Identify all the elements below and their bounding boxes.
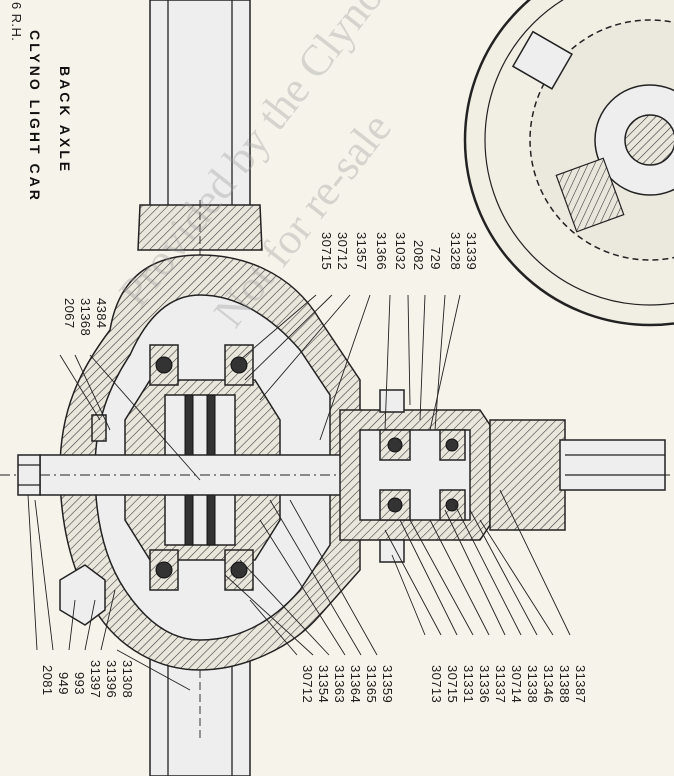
lower-mid-labels: 31359 31365 31364 31363 31354 30712 <box>300 665 395 703</box>
part-label: 2082 <box>411 240 426 271</box>
part-label: 30714 <box>509 665 524 703</box>
part-label: 30715 <box>319 232 334 270</box>
bearings <box>149 344 254 591</box>
part-label: 31364 <box>348 665 363 703</box>
part-label: 31338 <box>525 665 540 703</box>
part-label: 30715 <box>445 665 460 703</box>
part-label: 31388 <box>557 665 572 703</box>
lower-left-labels: 31308 31396 31397 993 949 2081 <box>40 660 135 698</box>
upper-labels: 31339 31328 729 2082 31032 31366 31357 3… <box>319 232 479 271</box>
part-label: 31331 <box>461 665 476 703</box>
part-label: 30713 <box>429 665 444 703</box>
lower-right-labels: 31387 31388 31346 31338 30714 31337 3133… <box>429 665 588 703</box>
part-label: 31397 <box>88 660 103 698</box>
drawing-subtitle: BACK AXLE <box>57 66 73 174</box>
title-block: CLYNO LIGHT CAR BACK AXLE 6 R.H. <box>9 2 73 203</box>
part-label: 993 <box>72 672 87 695</box>
corner-note: 6 R.H. <box>9 2 24 41</box>
leader-lines <box>27 294 571 691</box>
part-label: 31368 <box>78 298 93 336</box>
part-label: 31346 <box>541 665 556 703</box>
part-label: 4384 <box>94 298 109 329</box>
brake-drum <box>463 0 674 327</box>
part-label: 31396 <box>104 660 119 698</box>
part-label: 31354 <box>316 665 331 703</box>
part-label: 31357 <box>354 232 369 270</box>
part-label: 31336 <box>477 665 492 703</box>
part-label: 31359 <box>380 665 395 703</box>
part-label: 31363 <box>332 665 347 703</box>
pinion-shaft <box>0 389 674 563</box>
cover-fittings <box>17 414 107 626</box>
part-label: 31032 <box>393 232 408 270</box>
part-label: 2081 <box>40 665 55 696</box>
part-label: 31308 <box>120 660 135 698</box>
part-label: 31337 <box>493 665 508 703</box>
part-label: 31339 <box>464 232 479 270</box>
part-label: 729 <box>428 247 443 270</box>
part-label: 2067 <box>62 298 77 329</box>
part-label: 31387 <box>573 665 588 703</box>
drawing-title: CLYNO LIGHT CAR <box>27 30 43 203</box>
part-label: 30712 <box>335 232 350 270</box>
left-labels: 4384 31368 2067 <box>62 298 109 336</box>
part-label: 31328 <box>448 232 463 270</box>
part-label: 31366 <box>374 232 389 270</box>
part-label: 31365 <box>364 665 379 703</box>
part-label: 30712 <box>300 665 315 703</box>
part-label: 949 <box>56 672 71 695</box>
